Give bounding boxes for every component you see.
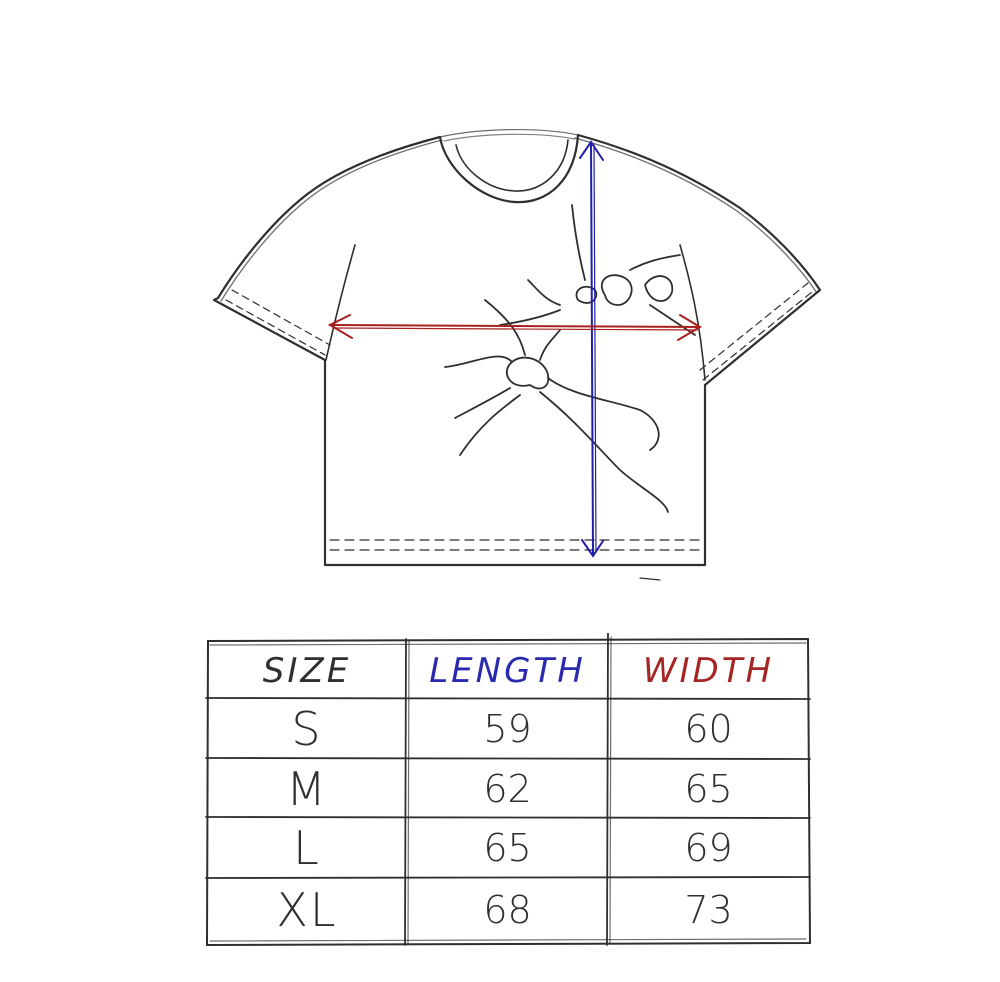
size-cell: S	[291, 702, 323, 756]
width-cell: 60	[684, 707, 733, 751]
length-cell: 65	[483, 826, 532, 870]
tshirt-outline	[212, 133, 822, 567]
size-table: SIZE LENGTH WIDTH S 59 60 M 62 65 L 65 6…	[200, 633, 815, 948]
width-arrow	[327, 314, 702, 341]
table-grid	[205, 633, 812, 947]
header-length: LENGTH	[429, 650, 586, 691]
header-size: SIZE	[262, 650, 352, 691]
width-cell: 73	[684, 888, 733, 932]
length-cell: 59	[483, 707, 532, 751]
tshirt-sketch	[212, 129, 822, 581]
width-cell: 69	[684, 826, 733, 870]
length-cell: 62	[483, 766, 532, 811]
header-width: WIDTH	[642, 650, 775, 691]
size-cell: M	[286, 761, 328, 816]
length-arrow	[579, 140, 604, 558]
width-cell: 65	[684, 766, 733, 811]
collar	[438, 133, 580, 204]
size-cell: XL	[276, 883, 338, 937]
graphic-print	[444, 204, 696, 513]
size-cell: L	[293, 821, 321, 875]
length-cell: 68	[483, 888, 532, 932]
